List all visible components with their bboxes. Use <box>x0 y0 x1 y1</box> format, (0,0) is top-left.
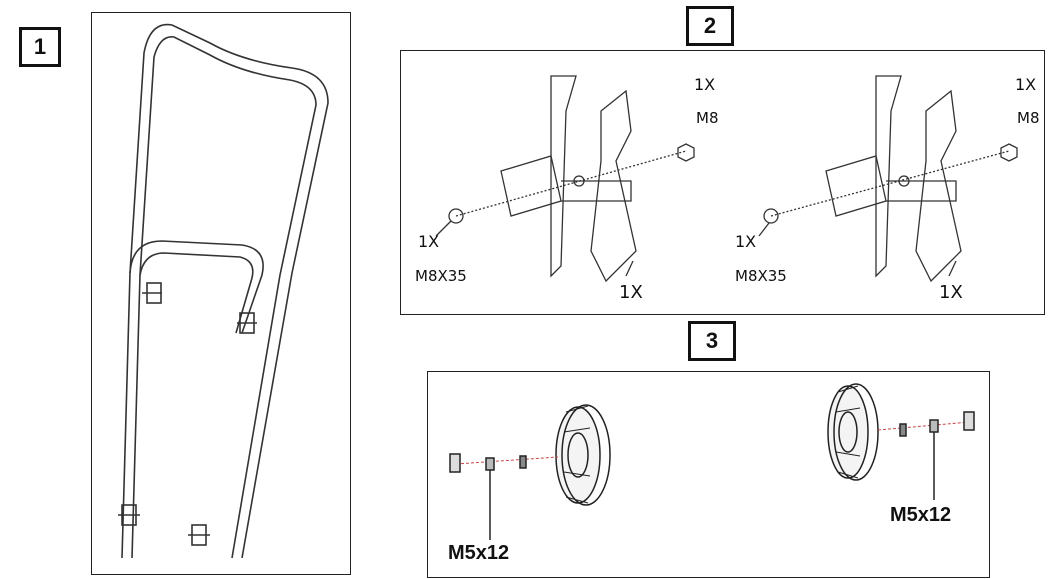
tines-illustration <box>435 75 1018 283</box>
wheel-right <box>827 383 975 500</box>
right-screw-label: M5x12 <box>890 504 952 526</box>
left-screw-label: M5x12 <box>448 542 510 564</box>
handle-illustration <box>118 23 329 559</box>
right-tine-qty: 1X <box>939 282 963 303</box>
wheel-left <box>449 404 611 540</box>
tine-assembly-right <box>763 75 1018 283</box>
right-bolt-size: M8X35 <box>735 267 787 285</box>
right-bolt-qty: 1X <box>735 232 757 251</box>
step-2-label: 2 <box>686 6 734 46</box>
tine-assembly-left <box>448 75 695 283</box>
left-bolt-qty: 1X <box>418 232 440 251</box>
wheels-illustration <box>449 383 975 540</box>
left-bolt-size: M8X35 <box>415 267 467 285</box>
step-1-label: 1 <box>19 27 61 67</box>
left-nut-qty: 1X <box>694 75 716 94</box>
panel-tines: 1X M8 1X M8X35 1X 1X M8 1X M8X35 1X <box>400 50 1045 315</box>
right-nut-size: M8 <box>1017 109 1040 127</box>
left-nut-size: M8 <box>696 109 719 127</box>
panel-handle <box>91 12 351 575</box>
right-nut-qty: 1X <box>1015 75 1037 94</box>
step-3-label: 3 <box>688 321 736 361</box>
left-tine-qty: 1X <box>619 282 643 303</box>
panel-wheels: M5x12 M5x12 <box>427 371 990 578</box>
